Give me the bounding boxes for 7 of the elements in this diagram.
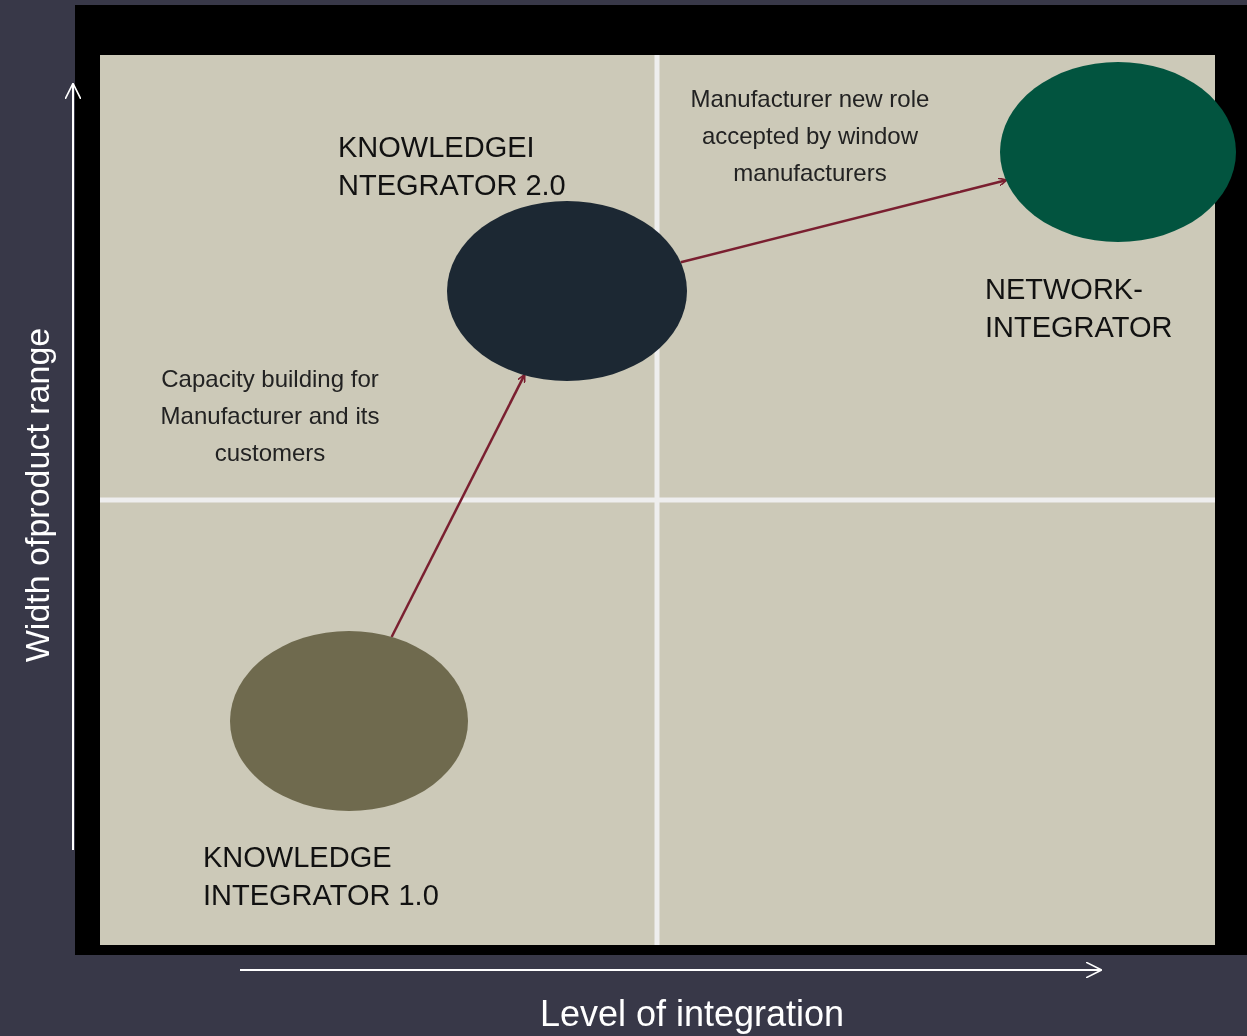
axis-title: Level of integration [539,993,845,1035]
node-caption: KNOWLEDGEI NTEGRATOR 2.0 [338,130,567,203]
arrow [680,177,1008,264]
arrow [390,373,526,638]
node-caption: KNOWLEDGE INTEGRATOR 1.0 [203,840,440,913]
node-caption: NETWORK-INTEGRATOR [985,272,1174,345]
axis-title: Width ofproduct range [17,327,57,663]
